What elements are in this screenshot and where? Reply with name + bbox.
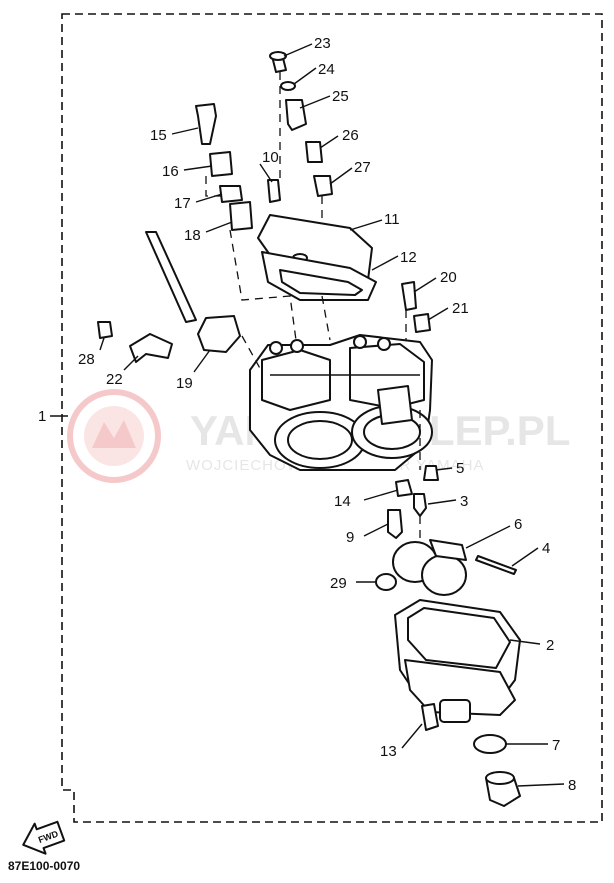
pilot-jet (387, 509, 403, 539)
callout-13: 13 (380, 743, 397, 760)
callout-22: 22 (106, 371, 123, 388)
screw-28 (97, 321, 113, 339)
watermark-logo (67, 389, 161, 483)
leader-lines (99, 43, 565, 787)
assembly-frame (61, 13, 603, 823)
callout-1: 1 (38, 408, 46, 425)
choke-cable (145, 231, 197, 323)
cap-27 (313, 175, 333, 197)
callout-24: 24 (318, 61, 335, 78)
callout-19: 19 (176, 375, 193, 392)
callout-2: 2 (546, 637, 554, 654)
callout-16: 16 (162, 163, 179, 180)
screw-15 (195, 103, 217, 145)
callout-21: 21 (452, 300, 469, 317)
choke-plunger (197, 315, 241, 353)
callout-23: 23 (314, 35, 331, 52)
spring-18 (229, 201, 253, 231)
assembly-guides (205, 72, 421, 540)
callout-14: 14 (334, 493, 351, 510)
carburetor-body (249, 334, 433, 471)
callout-29: 29 (330, 575, 347, 592)
main-jet (423, 465, 439, 481)
plug (375, 573, 397, 591)
spring-26 (305, 141, 323, 163)
callout-18: 18 (184, 227, 201, 244)
drain-screw (421, 703, 439, 731)
callout-12: 12 (400, 249, 417, 266)
callout-11: 11 (384, 211, 400, 228)
callout-9: 9 (346, 529, 354, 546)
callout-28: 28 (78, 351, 95, 368)
washer (280, 81, 296, 91)
callout-20: 20 (440, 269, 457, 286)
spring-16 (209, 151, 233, 177)
pilot-screw (285, 99, 307, 131)
callout-3: 3 (460, 493, 468, 510)
callout-27: 27 (354, 159, 371, 176)
jet-holder (395, 479, 413, 497)
float-chamber (394, 599, 521, 723)
callout-labels: 1 2 3 4 5 6 7 8 9 10 11 12 13 14 15 16 1… (38, 35, 576, 794)
o-ring (473, 734, 507, 754)
callout-17: 17 (174, 195, 191, 212)
float (392, 539, 467, 596)
diagram-code: 87E100-0070 (8, 859, 80, 873)
cap-17 (219, 185, 243, 203)
screw-10 (267, 179, 281, 203)
bracket-22 (129, 333, 173, 363)
callout-26: 26 (342, 127, 359, 144)
screw-20 (401, 281, 417, 311)
spring-21 (413, 313, 431, 333)
callout-7: 7 (552, 737, 560, 754)
callout-8: 8 (568, 777, 576, 794)
callout-5: 5 (456, 460, 464, 477)
callout-15: 15 (150, 127, 167, 144)
fwd-arrow: FWD (22, 820, 66, 855)
float-pin (475, 555, 517, 575)
callout-6: 6 (514, 516, 522, 533)
needle-valve (413, 493, 427, 517)
callout-25: 25 (332, 88, 349, 105)
callout-4: 4 (542, 540, 550, 557)
callout-10: 10 (262, 149, 279, 166)
